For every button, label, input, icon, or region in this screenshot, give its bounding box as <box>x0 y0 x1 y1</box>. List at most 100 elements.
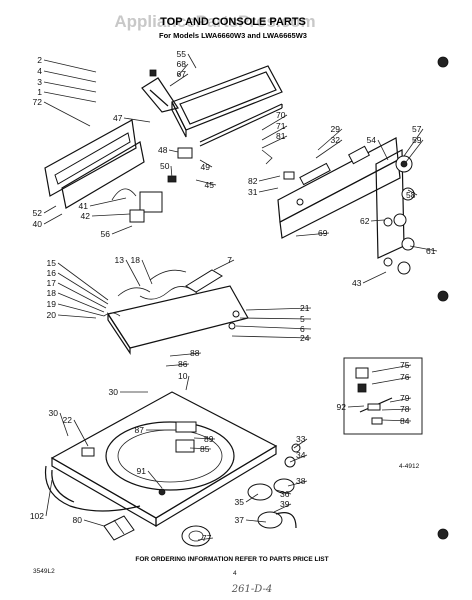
callout-label: 75 <box>400 360 410 370</box>
callout-58: 58 <box>406 189 418 200</box>
callout-label: 43 <box>352 278 362 288</box>
callout-30: 30 <box>49 408 69 437</box>
binder-hole <box>437 528 449 540</box>
leader-line <box>147 470 163 489</box>
callout-label: 71 <box>276 121 286 131</box>
callout-41: 41 <box>79 197 127 211</box>
callout-label: 4 <box>37 66 42 76</box>
leader-line <box>43 205 57 214</box>
callout-42: 42 <box>81 211 131 221</box>
leader-line <box>261 135 288 149</box>
callout-6: 6 <box>235 324 312 334</box>
leader-line <box>73 419 89 447</box>
callout-label: 33 <box>296 434 306 444</box>
leader-line <box>57 262 109 301</box>
callout-label: 39 <box>280 499 290 509</box>
callout-label: 88 <box>190 348 200 358</box>
leader-line <box>169 352 202 357</box>
callout-label: 86 <box>178 359 188 369</box>
leader-line <box>45 479 53 517</box>
callout-75: 75 <box>371 360 412 373</box>
leader-line <box>57 303 105 317</box>
callout-49: 49 <box>199 159 213 172</box>
handwritten-note: 261-D-4 <box>231 584 272 595</box>
callout-34: 34 <box>289 450 308 463</box>
callout-84: 84 <box>381 416 412 426</box>
callout-17: 17 <box>47 278 107 309</box>
callout-label: 85 <box>200 444 210 454</box>
callout-10: 10 <box>178 371 190 391</box>
callout-67: 67 <box>169 69 189 87</box>
timer-motor <box>111 188 163 223</box>
callout-18: 18 <box>47 288 105 313</box>
cabinet-skirt <box>44 465 141 512</box>
callout-label: 58 <box>406 190 416 200</box>
callout-5: 5 <box>239 314 312 324</box>
switch-bracket <box>167 147 193 183</box>
callout-label: 17 <box>47 278 57 288</box>
callout-4: 4 <box>37 66 97 83</box>
callout-label: 5 <box>300 314 305 324</box>
callout-37: 37 <box>235 515 267 525</box>
callout-7: 7 <box>213 255 235 271</box>
page-title: TOP AND CONSOLE PARTS <box>160 16 306 28</box>
leader-line <box>213 259 235 271</box>
callout-72: 72 <box>33 97 91 127</box>
callout-label: 30 <box>49 408 59 418</box>
callout-label: 77 <box>202 533 212 543</box>
binder-hole <box>437 56 449 68</box>
callout-label: 84 <box>400 416 410 426</box>
corner-code: 3549L2 <box>33 568 55 575</box>
callout-label: 72 <box>33 97 43 107</box>
leader-line <box>389 397 412 403</box>
leader-line <box>362 271 387 284</box>
callout-label: 82 <box>248 176 258 186</box>
callout-label: 61 <box>426 246 436 256</box>
callout-label: 34 <box>296 450 306 460</box>
leader-line <box>273 503 292 513</box>
callout-33: 33 <box>293 434 308 449</box>
leader-line <box>370 219 385 222</box>
callout-label: 49 <box>201 162 211 172</box>
callout-label: 70 <box>276 110 286 120</box>
control-knobs <box>383 187 415 267</box>
leader-line <box>89 197 127 207</box>
leader-line <box>141 259 153 285</box>
callout-label: 20 <box>47 310 57 320</box>
callout-68: 68 <box>177 59 189 77</box>
wire-harness <box>103 286 199 317</box>
leader-line <box>235 325 312 330</box>
callout-77: 77 <box>197 533 214 543</box>
leader-line <box>371 364 412 373</box>
callout-16: 16 <box>47 268 109 305</box>
callout-56: 56 <box>101 225 133 239</box>
callout-label: 30 <box>109 387 119 397</box>
ordering-note: FOR ORDERING INFORMATION REFER TO PARTS … <box>135 556 328 563</box>
leader-line <box>195 179 217 186</box>
callout-label: 54 <box>367 135 377 145</box>
leader-line <box>231 335 312 339</box>
callout-71: 71 <box>261 121 288 141</box>
callout-24: 24 <box>231 333 312 343</box>
leader-line <box>43 70 97 83</box>
leader-line <box>258 175 281 182</box>
leader-line <box>43 59 97 73</box>
callout-54: 54 <box>367 135 389 161</box>
callout-label: 35 <box>235 497 245 507</box>
callout-91: 91 <box>137 466 163 489</box>
callout-81: 81 <box>261 131 288 149</box>
callout-22: 22 <box>63 415 89 447</box>
callout-29: 29 <box>317 124 343 151</box>
callout-38: 38 <box>287 476 308 487</box>
leader-line <box>187 53 197 69</box>
model-subtitle: For Models LWA6660W3 and LWA6665W3 <box>159 31 307 40</box>
callout-45: 45 <box>195 179 217 190</box>
callout-label: 41 <box>79 201 89 211</box>
leader-line <box>245 307 312 311</box>
leader-line <box>59 412 69 437</box>
callout-82: 82 <box>248 175 281 186</box>
leader-line <box>91 213 131 217</box>
leader-line <box>168 149 179 153</box>
leader-line <box>43 91 97 103</box>
callout-50: 50 <box>160 161 173 179</box>
